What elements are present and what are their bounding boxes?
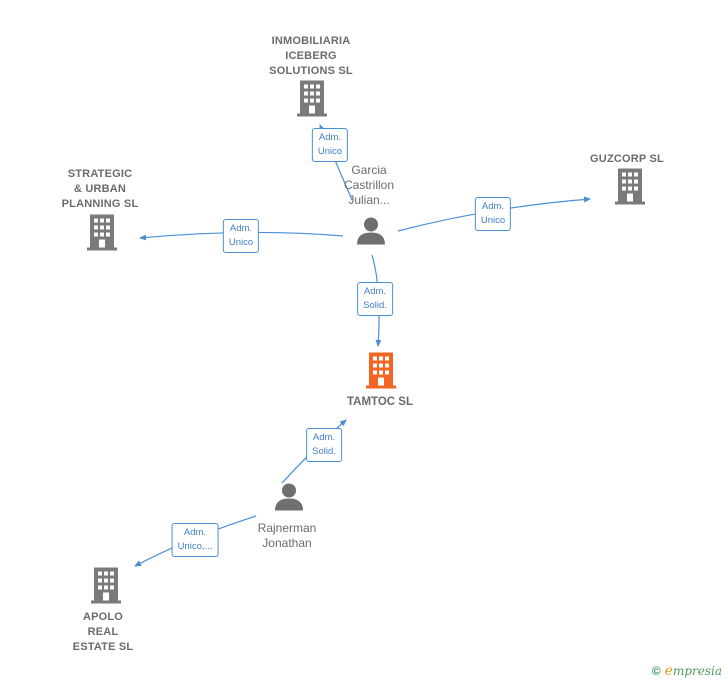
- relation-badge[interactable]: Adm. Solid.: [306, 428, 342, 462]
- copyright-symbol: ©: [651, 664, 661, 678]
- building-focus-icon[interactable]: [366, 352, 396, 394]
- copyright-footer: ©empresia: [652, 663, 722, 679]
- relation-badge[interactable]: Adm. Unico,...: [171, 523, 219, 557]
- relation-badge[interactable]: Adm. Solid.: [357, 282, 393, 316]
- tamtoc-label[interactable]: TAMTOC SL: [346, 396, 414, 408]
- apolo-label[interactable]: APOLO REAL ESTATE SL: [72, 611, 134, 653]
- rajnerman-label[interactable]: Rajnerman Jonathan: [257, 521, 317, 550]
- building-icon[interactable]: [615, 168, 645, 210]
- building-icon[interactable]: [297, 80, 327, 122]
- building-icon[interactable]: [87, 214, 117, 256]
- guzcorp-label[interactable]: GUZCORP SL: [590, 153, 664, 165]
- building-icon[interactable]: [91, 567, 121, 609]
- person-icon[interactable]: [274, 483, 304, 516]
- inmobiliaria-label[interactable]: INMOBILIARIA ICEBERG SOLUTIONS SL: [269, 35, 353, 77]
- empresia-logo-text: mpresia: [672, 664, 722, 678]
- relation-badge[interactable]: Adm. Unico: [311, 128, 349, 162]
- empresia-logo-initial: e: [664, 663, 673, 679]
- strategic-label[interactable]: STRATEGIC & URBAN PLANNING SL: [61, 168, 139, 210]
- person-icon[interactable]: [356, 217, 386, 250]
- relation-badge[interactable]: Adm. Unico: [222, 219, 260, 253]
- relation-badge[interactable]: Adm. Unico: [474, 197, 512, 231]
- garcia-label[interactable]: Garcia Castrillon Julian...: [343, 163, 395, 207]
